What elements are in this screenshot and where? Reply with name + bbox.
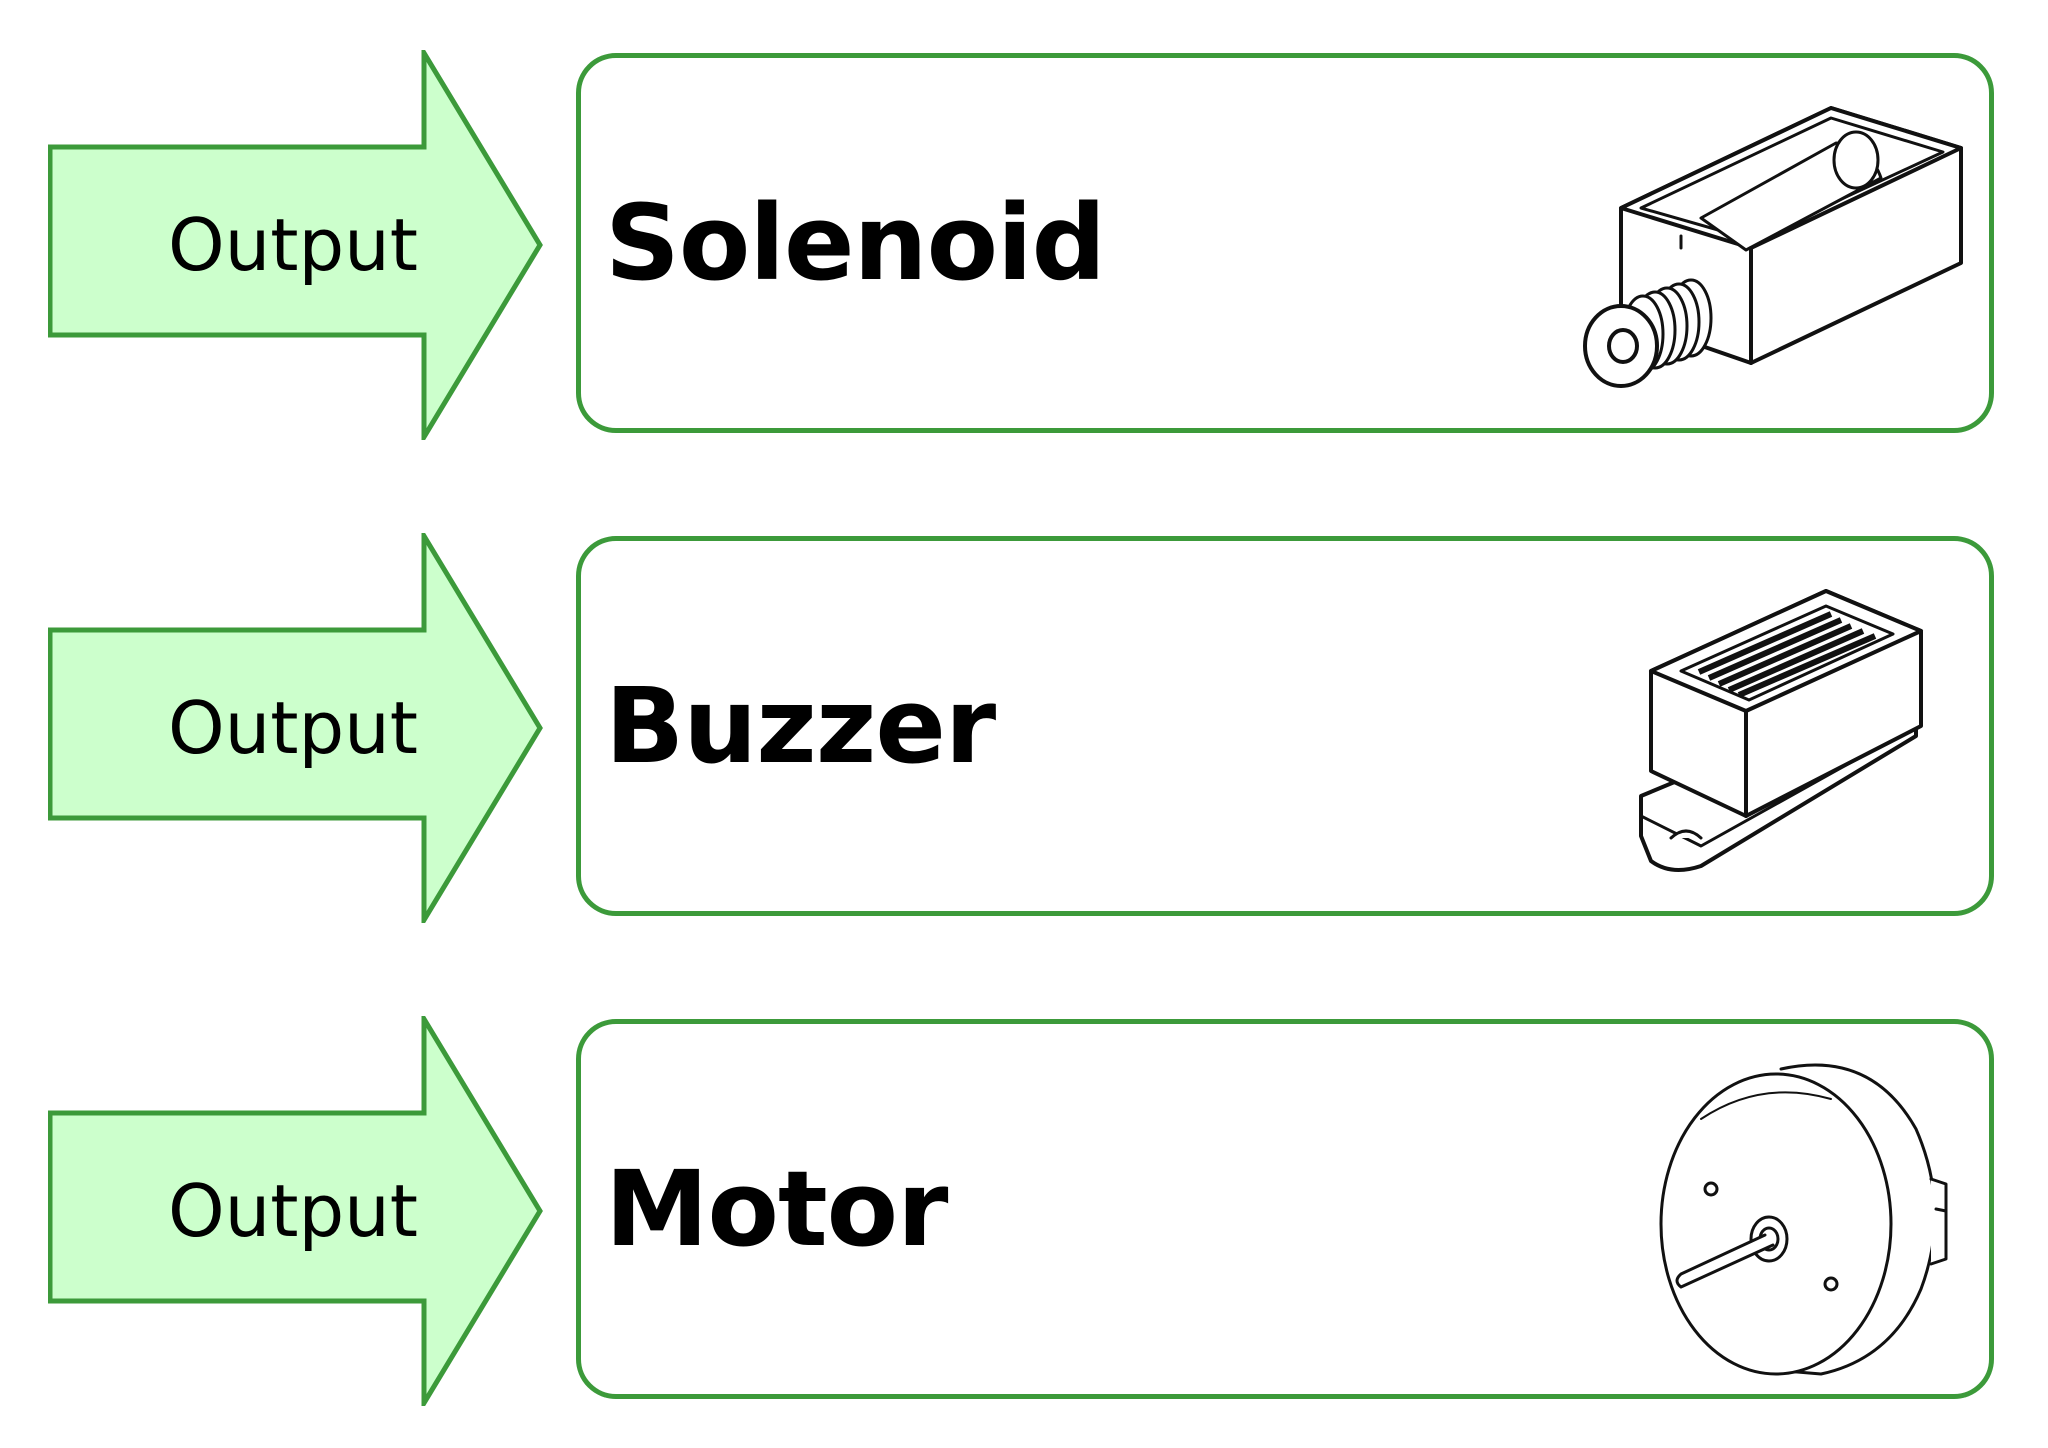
output-arrow	[48, 50, 543, 440]
arrow-label: Output	[167, 203, 419, 287]
output-row-solenoid: Output Solenoid	[0, 50, 2048, 440]
component-card-solenoid: Solenoid	[576, 53, 1994, 433]
component-card-motor: Motor	[576, 1019, 1994, 1399]
component-title: Solenoid	[605, 182, 1106, 304]
motor-icon	[1659, 1063, 1948, 1376]
output-row-motor: Output Motor	[0, 1016, 2048, 1406]
arrow-label: Output	[167, 686, 419, 770]
arrow-label: Output	[167, 1169, 419, 1253]
component-card-buzzer: Buzzer	[576, 536, 1994, 916]
output-row-buzzer: Output Buzzer	[0, 533, 2048, 923]
solenoid-icon	[1583, 106, 1963, 388]
component-title: Motor	[605, 1148, 948, 1270]
buzzer-icon	[1639, 589, 1923, 872]
component-title: Buzzer	[605, 665, 996, 787]
output-arrow	[48, 1016, 543, 1406]
output-arrow	[48, 533, 543, 923]
